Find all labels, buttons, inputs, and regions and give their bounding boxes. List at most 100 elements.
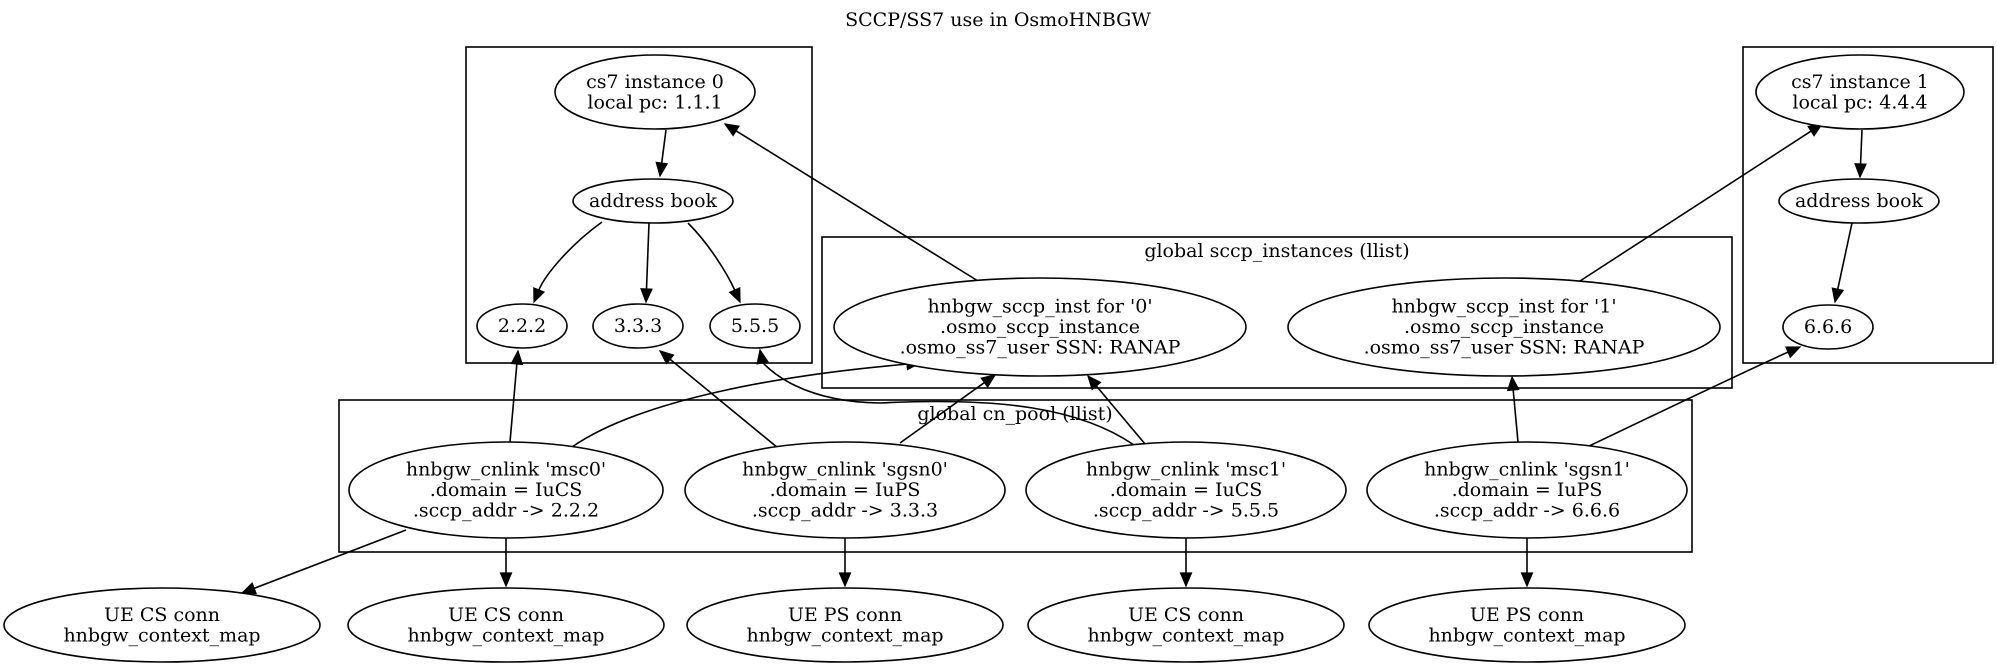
node-label: local pc: 4.4.4: [1792, 91, 1927, 113]
cluster-label-sccp-instances: global sccp_instances (llist): [1144, 240, 1409, 262]
arrowhead-icon: [1506, 375, 1520, 392]
node-shape: [833, 277, 1247, 377]
edge-line: [645, 222, 650, 290]
node-label: hnbgw_context_map: [1428, 624, 1625, 646]
edge-inst_0-to-cs7_0: [723, 123, 979, 282]
edge-msc1-to-inst_0: [1087, 374, 1146, 445]
node-label: .sccp_addr -> 5.5.5: [1093, 500, 1279, 522]
node-shape: [1368, 587, 1686, 663]
node-label: UE CS conn: [104, 604, 220, 626]
node-addr-book-1: address book: [1778, 178, 1940, 224]
node-label: address book: [589, 190, 718, 212]
node-label: .domain = IuCS: [430, 479, 583, 501]
node-shape: [1366, 441, 1688, 539]
node-shape: [1782, 304, 1874, 350]
node-label: UE PS conn: [1470, 604, 1584, 626]
edge-msc0-to-addr_222: [509, 349, 524, 443]
node-shape: [3, 587, 321, 663]
node-label: address book: [1795, 190, 1924, 212]
node-shape: [572, 178, 734, 224]
edge-sgsn1-to-inst_1: [1506, 375, 1520, 443]
node-shape: [1755, 54, 1965, 130]
node-label: .osmo_ss7_user SSN: RANAP: [900, 337, 1181, 359]
cluster-label-cn-pool: global cn_pool (llist): [917, 403, 1112, 425]
edge-line: [1579, 130, 1812, 282]
edge-sgsn1-to-addr_666: [1584, 346, 1802, 449]
node-shape: [476, 303, 568, 349]
edge-line: [1512, 389, 1519, 443]
node-label: .sccp_addr -> 6.6.6: [1434, 500, 1620, 522]
arrowhead-icon: [1831, 287, 1845, 304]
arrowhead-icon: [499, 572, 513, 588]
edge-line: [735, 130, 979, 282]
node-inst-1: hnbgw_sccp_inst for '1'.osmo_sccp_instan…: [1287, 277, 1721, 377]
node-shape: [686, 587, 1004, 663]
node-label: local pc: 1.1.1: [587, 91, 722, 113]
node-label: 6.6.6: [1804, 316, 1852, 338]
node-label: cs7 instance 0: [586, 71, 724, 93]
node-sgsn0: hnbgw_cnlink 'sgsn0'.domain = IuPS.sccp_…: [684, 441, 1006, 539]
node-label: hnbgw_context_map: [1087, 624, 1284, 646]
arrowhead-icon: [838, 572, 852, 588]
node-inst-0: hnbgw_sccp_inst for '0'.osmo_sccp_instan…: [833, 277, 1247, 377]
node-shape: [554, 54, 756, 130]
node-label: hnbgw_sccp_inst for '0': [927, 296, 1152, 318]
node-label: hnbgw_cnlink 'msc0': [406, 459, 606, 481]
edge-msc1-to-ue_cs_c: [1179, 538, 1193, 588]
edge-line: [687, 222, 736, 291]
node-label: hnbgw_context_map: [746, 624, 943, 646]
node-addr-222: 2.2.2: [476, 303, 568, 349]
node-shape: [709, 303, 801, 349]
node-shape: [1027, 587, 1345, 663]
arrowhead-icon: [728, 286, 741, 304]
arrowhead-icon: [1179, 572, 1193, 588]
node-shape: [348, 441, 664, 539]
edge-msc1-to-addr_555: [756, 348, 1135, 446]
arrowhead-icon: [756, 348, 769, 365]
cluster-sccp-instances: global sccp_instances (llist): [821, 236, 1733, 389]
edge-line: [1584, 351, 1789, 449]
edge-msc0-to-ue_cs_a: [240, 529, 407, 595]
node-addr-666: 6.6.6: [1782, 304, 1874, 350]
arrowhead-icon: [1087, 374, 1102, 391]
edge-cs7_1-to-addr_book_1: [1854, 129, 1867, 179]
node-label: .domain = IuPS: [1452, 479, 1603, 501]
edge-line: [669, 358, 779, 449]
node-addr-book-0: address book: [572, 178, 734, 224]
arrowhead-icon: [658, 350, 675, 365]
edge-addr_book_0-to-addr_333: [640, 222, 653, 304]
node-label: hnbgw_cnlink 'sgsn1': [1424, 459, 1630, 481]
edge-cs7_0-to-addr_book_0: [655, 129, 669, 178]
node-msc0: hnbgw_cnlink 'msc0'.domain = IuCS.sccp_a…: [348, 441, 664, 539]
edge-line: [1859, 129, 1863, 165]
arrowhead-icon: [655, 161, 669, 178]
diagram-title: SCCP/SS7 use in OsmoHNBGW: [845, 9, 1151, 31]
node-shape: [684, 441, 1006, 539]
cluster-cs7-instance-0: [465, 46, 813, 364]
node-shape: [1287, 277, 1721, 377]
node-label: hnbgw_context_map: [407, 624, 604, 646]
arrowhead-icon: [640, 288, 653, 304]
edge-sgsn0-to-inst_0: [899, 374, 997, 444]
node-label: .domain = IuCS: [1110, 479, 1263, 501]
edge-line: [538, 221, 603, 291]
arrowhead-icon: [510, 349, 524, 366]
node-label: .osmo_sccp_instance: [1404, 316, 1604, 338]
edge-line: [253, 529, 407, 590]
arrowhead-icon: [723, 123, 740, 137]
arrowhead-icon: [1520, 572, 1534, 588]
node-shape: [1025, 441, 1347, 539]
node-label: hnbgw_context_map: [63, 624, 260, 646]
arrowhead-icon: [533, 286, 546, 304]
arrowhead-icon: [1784, 346, 1802, 359]
arrowhead-icon: [980, 374, 997, 389]
edge-line: [1095, 385, 1146, 445]
node-sgsn1: hnbgw_cnlink 'sgsn1'.domain = IuPS.sccp_…: [1366, 441, 1688, 539]
